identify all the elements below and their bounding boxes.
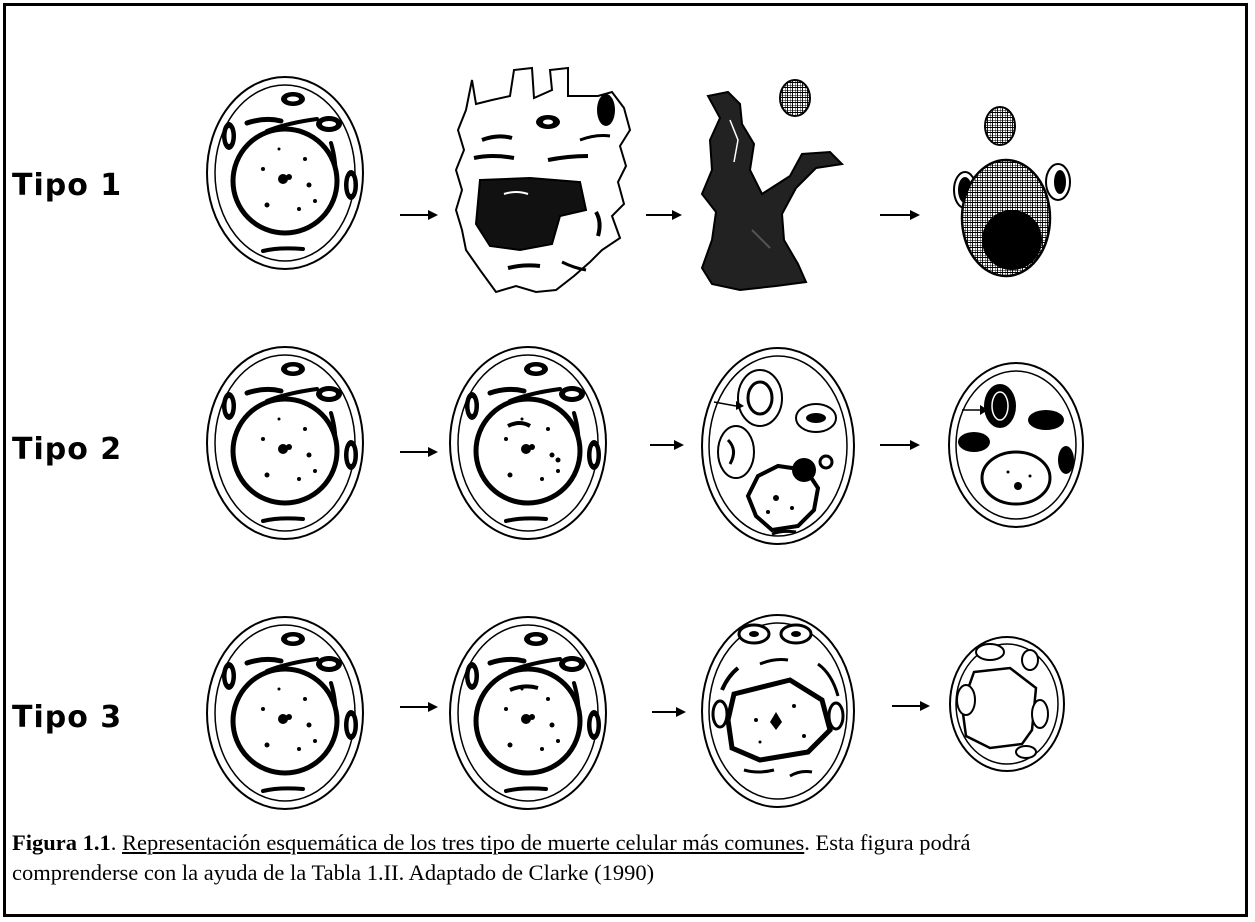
caption-line2: comprenderse con la ayuda de la Tabla 1.…: [12, 860, 654, 885]
tipo1-arrow-3: [880, 210, 920, 220]
tipo3-arrow-1: [400, 702, 438, 712]
tipo2-arrow-2: [650, 440, 684, 450]
tipo1-stage3-ruptured-cell: [702, 80, 842, 290]
tipo2-stage4-autophagic-cell: [949, 363, 1083, 527]
tipo1-arrow-1: [400, 210, 438, 220]
figure-number: Figura 1.1: [12, 830, 111, 855]
tipo2-stage3-autophagic-cell: [702, 348, 854, 544]
tipo2-arrow-3: [880, 440, 920, 450]
tipo3-stage2-cell: [450, 617, 606, 809]
tipo1-stage1-normal-cell: [207, 77, 363, 269]
tipo1-stage2-swollen-cell: [456, 68, 630, 292]
tipo2-arrow-1: [400, 447, 438, 457]
figure-caption: Figura 1.1. Representación esquemática d…: [12, 828, 1232, 888]
tipo2-stage2-vacuolated-cell: [450, 347, 606, 539]
tipo3-arrow-2: [652, 707, 686, 717]
tipo3-stage3-swelling-cell: [702, 615, 854, 807]
figure-title: Representación esquemática de los tres t…: [122, 830, 804, 855]
tipo3-stage4-lysed-cell: [950, 637, 1064, 771]
tipo3-arrow-3: [892, 701, 930, 711]
tipo1-arrow-2: [646, 210, 682, 220]
tipo1-stage4-cell-fragments: [954, 107, 1070, 276]
caption-separator: .: [111, 830, 122, 855]
tipo2-stage1-normal-cell: [207, 347, 363, 539]
caption-line1-rest: . Esta figura podrá: [804, 830, 970, 855]
tipo3-stage1-normal-cell: [207, 617, 363, 809]
